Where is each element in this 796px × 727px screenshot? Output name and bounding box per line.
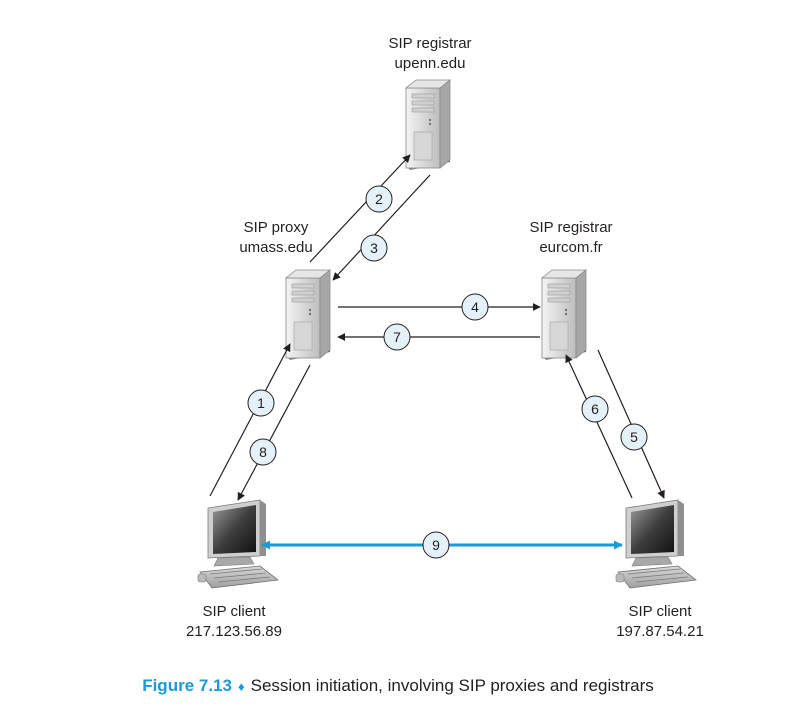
caption-separator: ♦ xyxy=(237,679,245,694)
arrow-step-8 xyxy=(237,364,311,501)
step-badge-9: 9 xyxy=(422,531,450,559)
svg-text:6: 6 xyxy=(591,401,599,417)
svg-text:8: 8 xyxy=(259,444,267,460)
label-registrar-upenn-host: upenn.edu xyxy=(394,55,466,72)
arrow-step-2 xyxy=(309,154,411,263)
label-registrar-upenn: SIP registrar upenn.edu xyxy=(370,34,490,74)
step-badge-8: 8 xyxy=(249,438,277,466)
computer-icon-client-right xyxy=(615,499,697,589)
step-badge-1: 1 xyxy=(247,389,275,417)
label-proxy-umass: SIP proxy umass.edu xyxy=(216,218,336,258)
arrow-step-1 xyxy=(209,343,291,497)
arrow-step-6 xyxy=(565,354,633,499)
svg-text:7: 7 xyxy=(393,329,401,345)
step-badge-6: 6 xyxy=(581,395,609,423)
step-badge-4: 4 xyxy=(461,293,489,321)
step-badge-2: 2 xyxy=(365,185,393,213)
step-badge-7: 7 xyxy=(383,323,411,351)
step-badge-3: 3 xyxy=(360,234,388,262)
svg-text:9: 9 xyxy=(432,537,440,553)
label-registrar-eurcom-host: eurcom.fr xyxy=(539,239,603,256)
label-proxy-umass-host: umass.edu xyxy=(239,239,313,256)
svg-text:3: 3 xyxy=(370,240,378,256)
server-icon-proxy-umass xyxy=(285,269,331,361)
label-registrar-eurcom: SIP registrar eurcom.fr xyxy=(506,218,636,258)
label-registrar-upenn-role: SIP registrar xyxy=(388,35,472,52)
label-client-left-ip: 217.123.56.89 xyxy=(186,623,282,640)
figure-caption: Figure 7.13 ♦ Session initiation, involvin… xyxy=(0,676,796,696)
svg-text:4: 4 xyxy=(471,299,479,315)
label-client-right-ip: 197.87.54.21 xyxy=(616,623,704,640)
arrow-step-3 xyxy=(332,174,431,281)
figure-number: Figure 7.13 xyxy=(142,676,232,695)
label-client-left: SIP client 217.123.56.89 xyxy=(164,602,304,642)
label-client-right: SIP client 197.87.54.21 xyxy=(590,602,730,642)
label-registrar-eurcom-role: SIP registrar xyxy=(529,219,613,236)
svg-text:1: 1 xyxy=(257,395,265,411)
svg-text:2: 2 xyxy=(375,191,383,207)
label-client-right-role: SIP client xyxy=(628,603,692,620)
server-icon-registrar-upenn xyxy=(405,79,451,171)
server-icon-registrar-eurcom xyxy=(541,269,587,361)
svg-text:5: 5 xyxy=(630,429,638,445)
label-client-left-role: SIP client xyxy=(202,603,266,620)
caption-text: Session initiation, involving SIP proxie… xyxy=(250,676,654,695)
step-badge-5: 5 xyxy=(620,423,648,451)
label-proxy-umass-role: SIP proxy xyxy=(243,219,309,236)
